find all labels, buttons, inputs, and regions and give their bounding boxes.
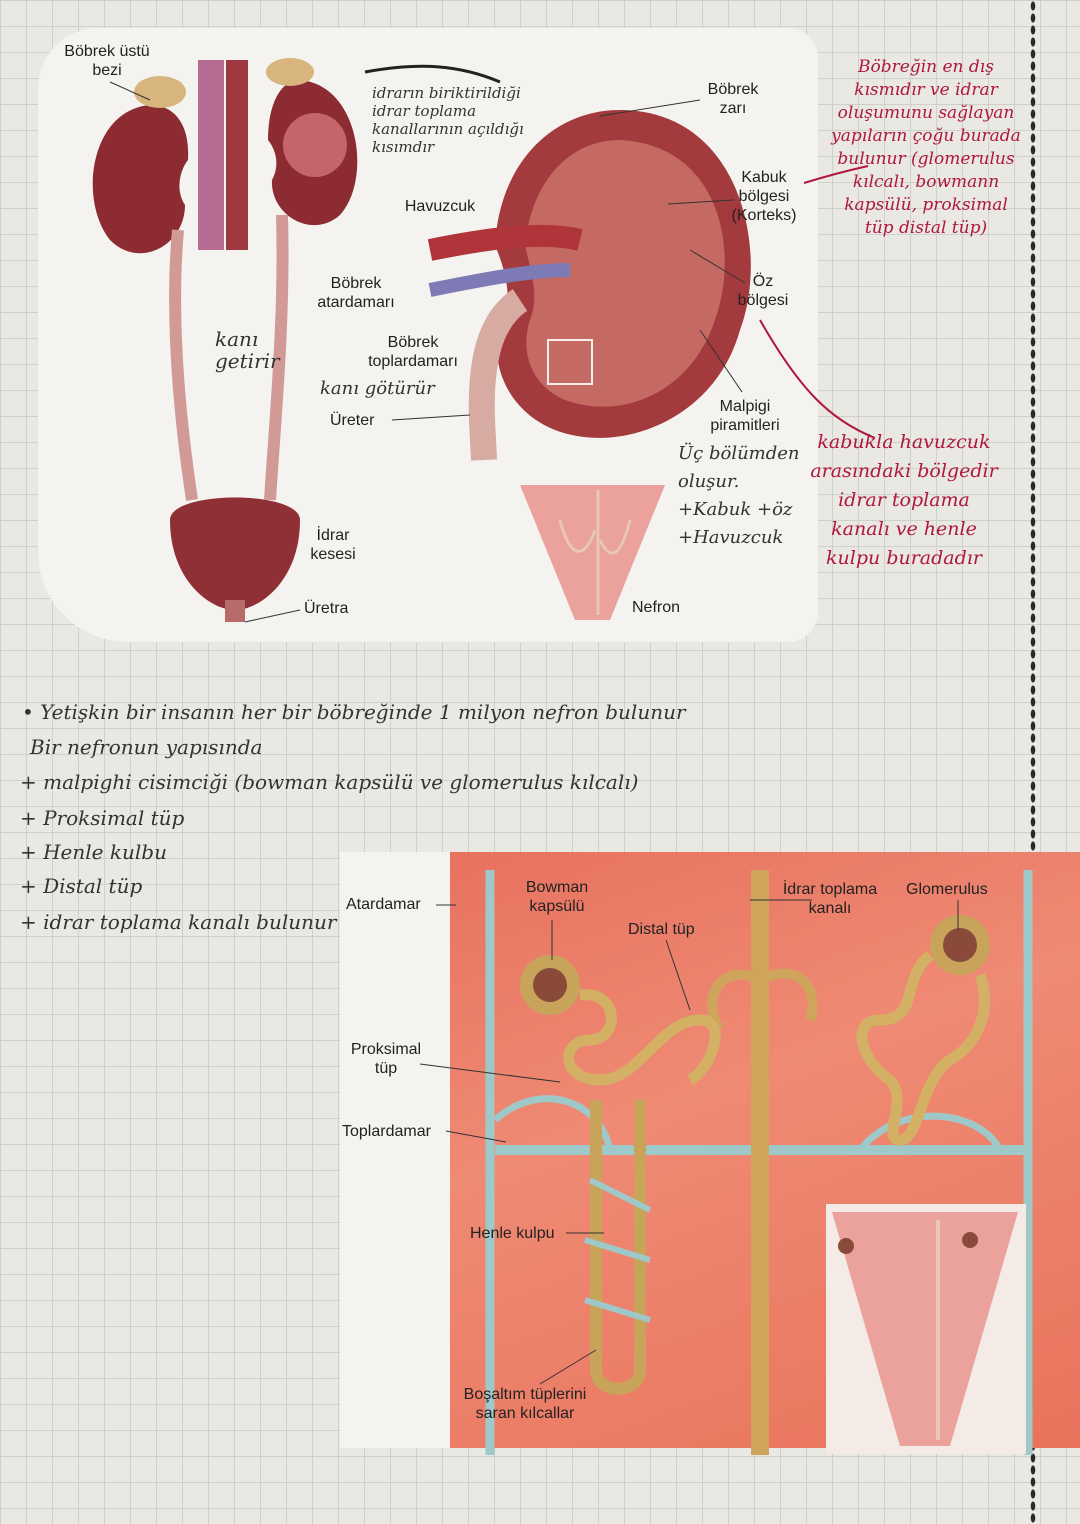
leader-medulla <box>689 249 746 284</box>
label-artery: Atardamar <box>346 896 421 913</box>
medulla-note-arrow <box>759 319 876 439</box>
vessel-loop-2 <box>857 1112 1004 1153</box>
cortex-note-arrow <box>803 165 869 184</box>
bladder-shape <box>170 497 300 610</box>
left-kidney-shape <box>92 105 189 254</box>
collecting-branch-2 <box>757 968 818 1022</box>
urethra-shape <box>225 600 245 622</box>
right-adrenal-shape <box>266 58 314 86</box>
leader-pyramids <box>699 329 743 393</box>
right-kidney-inner <box>283 113 347 177</box>
label-bladder: İdrar kesesi <box>310 527 356 563</box>
pelvis-note-arrow <box>364 64 501 84</box>
left-adrenal-shape <box>134 76 186 108</box>
nephron-pyramid-shape <box>520 485 665 620</box>
note-vein: kanı götürür <box>320 378 435 399</box>
leader-capsule <box>599 99 701 117</box>
vessel-loop-1 <box>492 1095 614 1151</box>
label-medulla: Öz bölgesi <box>737 273 789 309</box>
list-line-5: + Henle kulbu <box>20 840 167 864</box>
leader-urethra <box>244 609 301 623</box>
inset-glom-1 <box>838 1238 854 1254</box>
label-capsule: Böbrek zarı <box>707 81 759 117</box>
capillary-net <box>584 1177 652 1323</box>
label-collecting: İdrar toplama kanalı <box>782 881 878 917</box>
renal-artery-shape <box>427 224 583 261</box>
list-line-7: + idrar toplama kanalı bulunur <box>20 910 337 934</box>
leader-vein <box>445 1130 507 1143</box>
label-renal-vein: Böbrek toplardamarı <box>368 334 458 370</box>
zoom-box <box>547 339 593 385</box>
note-pelvis: idrarın biriktirildiği idrar toplama kan… <box>372 84 524 156</box>
list-line-6: + Distal tüp <box>20 874 143 898</box>
label-distal: Distal tüp <box>628 921 695 938</box>
list-line-3: + malpighi cisimciği (bowman kapsülü ve … <box>20 770 639 794</box>
leader-capillaries <box>539 1349 597 1385</box>
label-proximal: Proksimal tüp <box>350 1041 422 1077</box>
note-artery: kanı getirir <box>215 327 280 373</box>
leader-ureter <box>391 414 471 421</box>
left-ureter-shape <box>169 229 198 501</box>
label-urethra: Üretra <box>304 600 349 617</box>
inset-glom-2 <box>962 1232 978 1248</box>
label-adrenal: Böbrek üstü bezi <box>64 43 150 79</box>
label-henle: Henle kulpu <box>470 1225 555 1242</box>
label-ureter: Üreter <box>330 412 375 429</box>
tubule-left <box>563 989 721 1086</box>
leader-adrenal <box>109 81 151 101</box>
glomerulus-right-shape <box>943 928 977 962</box>
tubule-right <box>856 950 991 1146</box>
list-line-1: • Yetişkin bir insanın her bir böbreğind… <box>22 700 686 724</box>
leader-distal <box>665 939 691 1011</box>
label-cortex: Kabuk bölgesi (Korteks) <box>731 169 797 224</box>
collecting-branch-1 <box>707 969 763 1033</box>
leader-proximal <box>419 1063 561 1083</box>
henle-loop-shape <box>590 1100 646 1395</box>
list-line-4: + Proksimal tüp <box>20 806 185 830</box>
label-pyramids: Malpigi piramitleri <box>710 398 780 434</box>
list-line-2: Bir nefronun yapısında <box>30 735 263 759</box>
label-nephron: Nefron <box>632 599 681 616</box>
aorta-shape <box>226 60 248 250</box>
renal-vein-shape <box>428 263 571 297</box>
note-cortex: Böbreğin en dış kısmıdır ve idrar oluşum… <box>831 57 1021 238</box>
label-capillaries: Boşaltım tüplerini saran kılcallar <box>463 1386 587 1422</box>
section-ureter-shape <box>468 289 528 461</box>
label-pelvis: Havuzcuk <box>404 198 476 215</box>
vena-cava-shape <box>198 60 224 250</box>
label-glomerulus: Glomerulus <box>906 881 988 898</box>
leader-cortex <box>667 199 735 205</box>
inset-pyramid-shape <box>832 1212 1018 1446</box>
nephron-tubule-lines <box>558 490 632 615</box>
binder-holes <box>1030 0 1036 1524</box>
glomerulus-left-shape <box>533 968 567 1002</box>
label-bowman: Bowman kapsülü <box>525 879 589 915</box>
label-renal-artery: Böbrek atardamarı <box>317 275 395 311</box>
right-ureter-shape <box>264 214 289 501</box>
label-vein: Toplardamar <box>342 1123 431 1140</box>
note-three-regions: Üç bölümden oluşur. +Kabuk +öz +Havuzcuk <box>678 443 800 548</box>
note-medulla: kabukla havuzcuk arasındaki bölgedir idr… <box>810 431 998 569</box>
